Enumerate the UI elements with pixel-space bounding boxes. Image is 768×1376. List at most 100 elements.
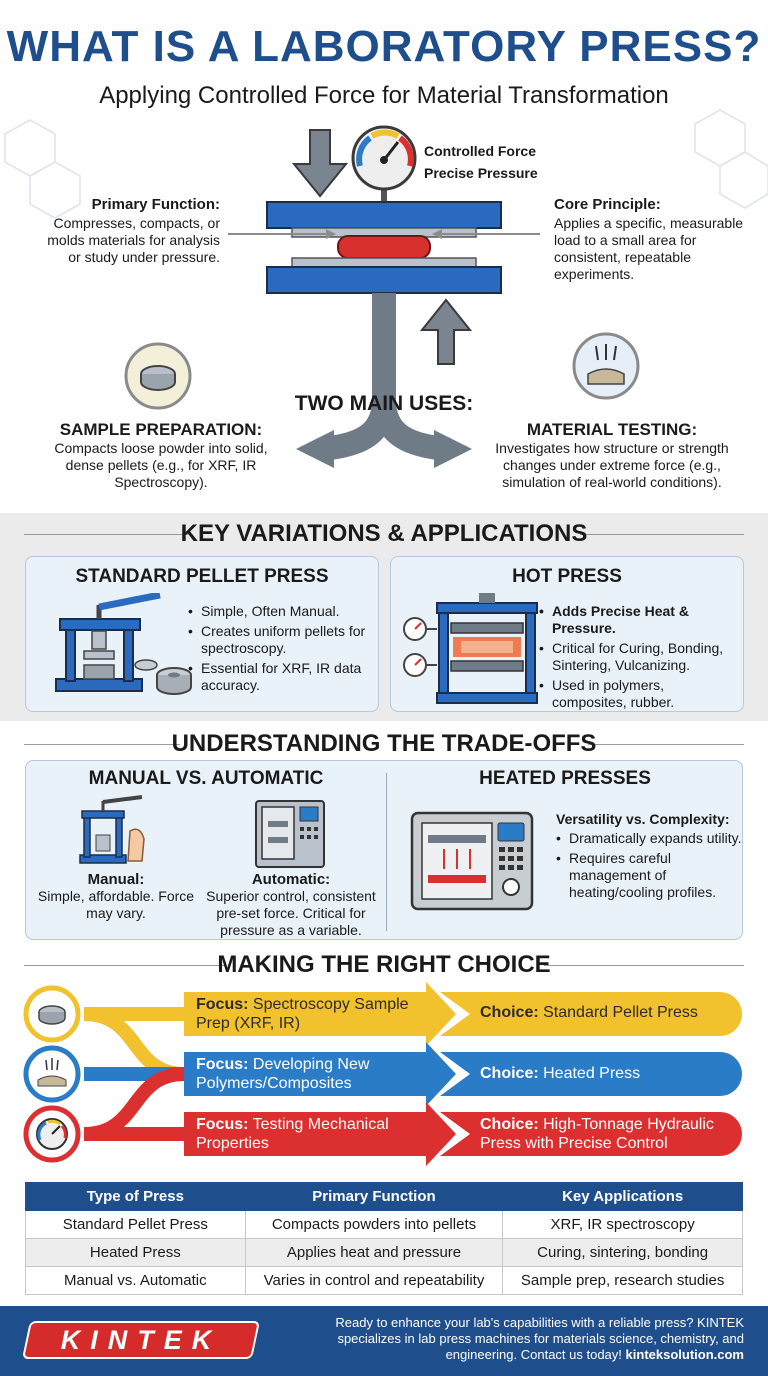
hot-press-card: HOT PRESS Adds Precise Heat & Pressure. … <box>390 556 744 712</box>
manual-text: Simple, affordable. Force may vary. <box>37 888 195 921</box>
page-title: WHAT IS A LABORATORY PRESS? <box>6 22 762 71</box>
footer-cta-text: Ready to enhance your lab's capabilities… <box>335 1315 744 1362</box>
two-main-uses-title: TWO MAIN USES: <box>294 392 474 415</box>
table-cell: Applies heat and pressure <box>244 1238 504 1267</box>
choice-result-3: Choice: High-Tonnage Hydraulic Press wit… <box>480 1115 738 1153</box>
press-comparison-table: Type of Press Primary Function Key Appli… <box>25 1182 743 1295</box>
primary-function-text: Compresses, compacts, or molds materials… <box>47 215 220 265</box>
material-testing-title: MATERIAL TESTING: <box>526 420 698 439</box>
controlled-force-label: Controlled Force <box>424 143 537 159</box>
precise-pressure-label: Precise Pressure <box>424 165 538 181</box>
core-principle-text: Applies a specific, measurable load to a… <box>554 215 744 282</box>
choice-text: Standard Pellet Press <box>543 1004 698 1021</box>
material-testing-block: MATERIAL TESTING: Investigates how struc… <box>484 420 740 491</box>
pellet-press-icon <box>55 593 192 695</box>
kintek-logo-text: KINTEK <box>60 1325 222 1355</box>
molecule-decoration-right-icon <box>694 109 768 209</box>
manual-press-icon <box>79 795 145 864</box>
automatic-press-icon <box>255 800 325 868</box>
choice-text: High-Tonnage Hydraulic Press with Precis… <box>480 1116 714 1152</box>
focus-text: Spectroscopy Sample Prep (XRF, IR) <box>196 996 409 1032</box>
choice-focus-1: Focus: Spectroscopy Sample Prep (XRF, IR… <box>196 995 426 1033</box>
table-cell: Curing, sintering, bonding <box>502 1238 743 1267</box>
table-cell: Sample prep, research studies <box>502 1266 743 1295</box>
press-diagram-icon <box>124 125 640 468</box>
heated-press-machine-icon <box>410 811 534 911</box>
choice-result-2: Choice: Heated Press <box>480 1064 740 1083</box>
choice-focus-3: Focus: Testing Mechanical Properties <box>196 1115 426 1153</box>
section-rule <box>544 965 744 966</box>
page-subtitle: Applying Controlled Force for Material T… <box>99 82 669 109</box>
tradeoffs-card: MANUAL VS. AUTOMATIC Manual: Simple, aff… <box>25 760 743 940</box>
sample-prep-text: Compacts loose powder into solid, dense … <box>54 440 268 490</box>
section-rule <box>580 534 744 535</box>
molecule-decoration-left-icon <box>4 119 81 219</box>
automatic-title: Automatic: <box>251 871 331 888</box>
heated-presses-block: Versatility vs. Complexity: Dramatically… <box>556 811 742 904</box>
automatic-text: Superior control, consistent pre-set for… <box>206 888 376 938</box>
table-header-row: Type of Press Primary Function Key Appli… <box>25 1182 743 1211</box>
bullet-item: Used in polymers, composites, rubber. <box>539 677 739 711</box>
manual-block: Manual: Simple, affordable. Force may va… <box>36 871 196 922</box>
table-cell: Heated Press <box>25 1238 246 1267</box>
tradeoffs-title: UNDERSTANDING THE TRADE-OFFS <box>171 730 597 757</box>
footer-text: Ready to enhance your lab's capabilities… <box>274 1315 744 1363</box>
section-rule <box>24 744 180 745</box>
bullet-item: Creates uniform pellets for spectroscopy… <box>188 623 368 657</box>
hot-press-title: HOT PRESS <box>512 566 622 587</box>
table-row: Manual vs. Automatic Varies in control a… <box>25 1266 743 1295</box>
focus-text: Testing Mechanical Properties <box>196 1116 389 1152</box>
table-cell: Manual vs. Automatic <box>25 1266 246 1295</box>
table-header-type: Type of Press <box>25 1182 246 1211</box>
section-rule <box>24 534 188 535</box>
hot-press-icon <box>403 593 538 704</box>
table-cell: XRF, IR spectroscopy <box>502 1210 743 1239</box>
hot-press-bullets: Adds Precise Heat & Pressure. Critical f… <box>539 603 739 714</box>
choice-text: Heated Press <box>543 1065 641 1082</box>
manual-title: Manual: <box>87 871 145 888</box>
table-row: Standard Pellet Press Compacts powders i… <box>25 1210 743 1239</box>
bullet-item: Essential for XRF, IR data accuracy. <box>188 660 368 694</box>
standard-pellet-press-card: STANDARD PELLET PRESS Simple, Often Manu… <box>25 556 379 712</box>
choice-title: MAKING THE RIGHT CHOICE <box>217 951 551 978</box>
heated-presses-bullets: Dramatically expands utility. Requires c… <box>556 830 742 901</box>
choice-label: Choice: <box>480 1065 539 1082</box>
choice-label: Choice: <box>480 1116 539 1133</box>
standard-pellet-press-bullets: Simple, Often Manual. Creates uniform pe… <box>188 603 368 697</box>
section-rule <box>24 965 224 966</box>
bullet-item: Dramatically expands utility. <box>556 830 742 847</box>
table-header-applications: Key Applications <box>502 1182 743 1211</box>
choice-label: Choice: <box>480 1004 539 1021</box>
bullet-item: Requires careful management of heating/c… <box>556 850 742 901</box>
table-cell: Varies in control and repeatability <box>244 1266 504 1295</box>
primary-function-block: Primary Function: Compresses, compacts, … <box>38 196 220 266</box>
bullet-item: Adds Precise Heat & Pressure. <box>539 603 739 637</box>
choice-result-1: Choice: Standard Pellet Press <box>480 1003 740 1022</box>
table-row: Heated Press Applies heat and pressure C… <box>25 1238 743 1267</box>
primary-function-title: Primary Function: <box>91 196 220 213</box>
bullet-item: Simple, Often Manual. <box>188 603 368 620</box>
manual-vs-automatic-title: MANUAL VS. AUTOMATIC <box>88 768 324 789</box>
standard-pellet-press-title: STANDARD PELLET PRESS <box>75 566 329 587</box>
table-cell: Compacts powders into pellets <box>244 1210 504 1239</box>
sample-prep-block: SAMPLE PREPARATION: Compacts loose powde… <box>34 420 288 491</box>
tradeoffs-divider <box>386 773 387 931</box>
choice-focus-2: Focus: Developing New Polymers/Composite… <box>196 1055 426 1093</box>
core-principle-title: Core Principle: <box>554 196 661 213</box>
gauge-label: Controlled Force Precise Pressure <box>424 140 538 184</box>
choice-flow-diagram-icon <box>23 982 742 1166</box>
table-cell: Standard Pellet Press <box>25 1210 246 1239</box>
section-rule <box>588 744 744 745</box>
focus-label: Focus: <box>196 996 249 1013</box>
versatility-title: Versatility vs. Complexity: <box>556 811 730 827</box>
core-principle-block: Core Principle: Applies a specific, meas… <box>554 196 744 283</box>
sample-prep-title: SAMPLE PREPARATION: <box>59 420 263 439</box>
material-testing-text: Investigates how structure or strength c… <box>495 440 729 490</box>
heated-presses-title: HEATED PRESSES <box>479 768 651 789</box>
bullet-item: Critical for Curing, Bonding, Sintering,… <box>539 640 739 674</box>
focus-text: Developing New Polymers/Composites <box>196 1056 370 1092</box>
focus-label: Focus: <box>196 1056 249 1073</box>
footer-website-link[interactable]: kinteksolution.com <box>625 1347 744 1362</box>
automatic-block: Automatic: Superior control, consistent … <box>198 871 384 939</box>
table-header-function: Primary Function <box>244 1182 504 1211</box>
